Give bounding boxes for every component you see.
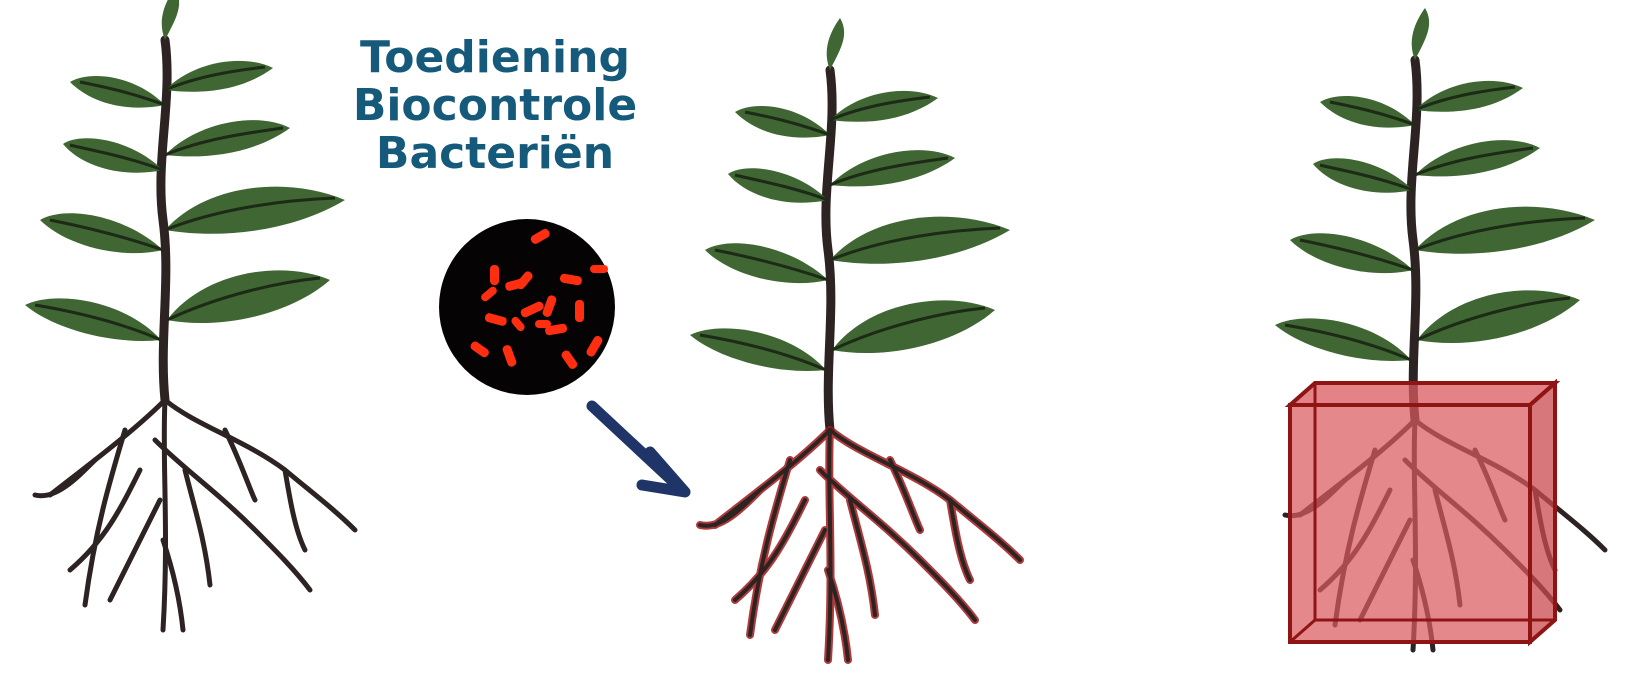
bacteria-micrograph-icon [439, 219, 615, 395]
arrow-down-right-icon [592, 406, 685, 492]
roots-untreated [35, 400, 355, 630]
plant-untreated [25, 0, 355, 630]
rhizosphere-box-icon [1290, 383, 1555, 642]
plant-treated [690, 18, 1020, 660]
